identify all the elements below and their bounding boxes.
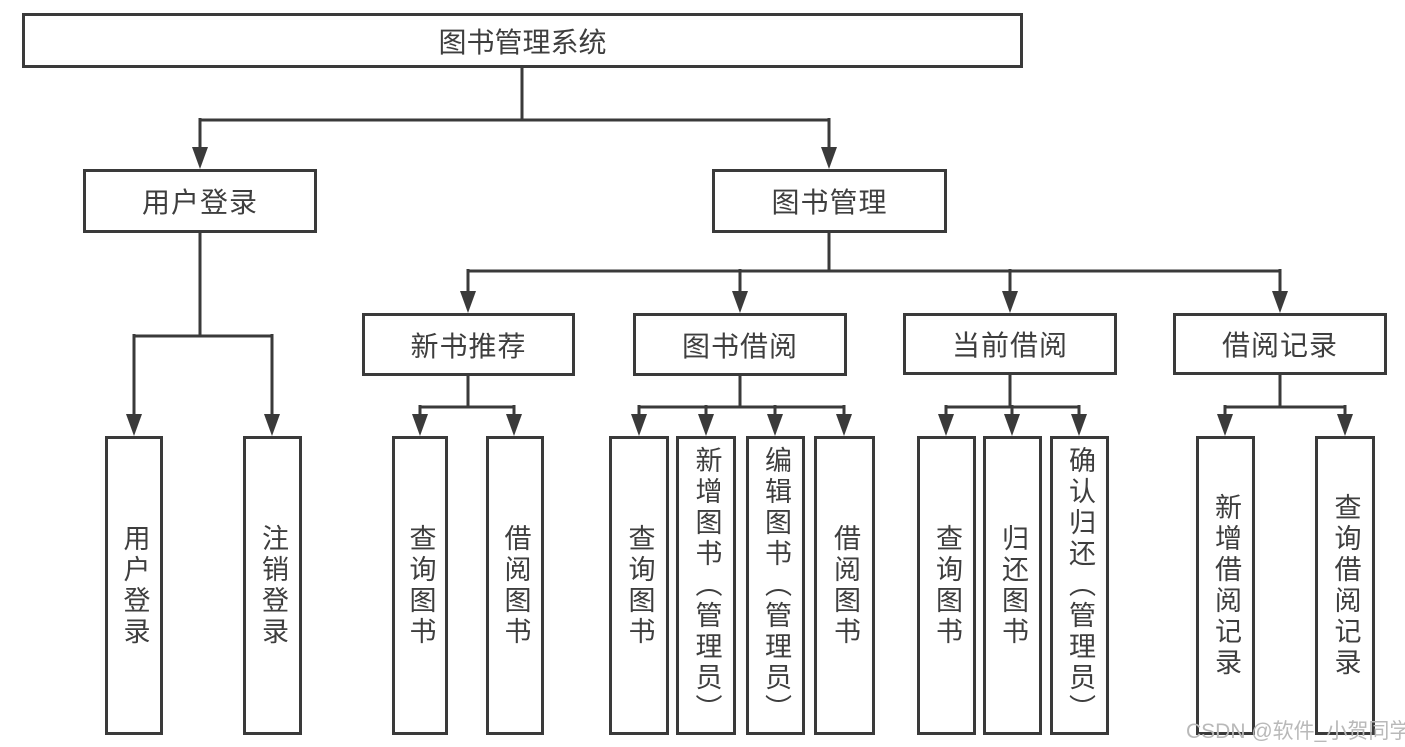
node-borrow-records-label: 借阅记录 [1221,330,1338,361]
leaf-borrow-add-admin: 新增图书（管理员） [676,436,736,735]
node-book-borrow-label: 图书借阅 [681,330,798,362]
leaf-current-return-label: 归还图书 [998,523,1029,648]
leaf-borrow-borrow-label: 借阅图书 [830,523,861,648]
leaf-logout-label: 注销登录 [258,523,289,648]
leaf-newbook-borrow: 借阅图书 [486,436,544,735]
leaf-user-login-label: 用户登录 [119,523,150,648]
leaf-borrow-borrow: 借阅图书 [814,436,875,735]
leaf-newbook-borrow-label: 借阅图书 [500,523,531,648]
node-new-book-recommend-label: 新书推荐 [410,330,527,362]
node-book-borrow: 图书借阅 [633,313,847,376]
leaf-borrow-query-label: 查询图书 [624,523,655,648]
node-current-borrow-label: 当前借阅 [951,330,1068,361]
leaf-record-query-label: 查询借阅记录 [1330,492,1361,679]
watermark: CSDN @软件_小贺同学 [1186,720,1405,743]
leaf-current-query: 查询图书 [917,436,976,735]
leaf-newbook-query: 查询图书 [392,436,448,735]
node-root: 图书管理系统 [22,13,1023,68]
leaf-current-confirm-admin-label: 确认归还（管理员） [1065,446,1096,725]
leaf-current-return: 归还图书 [983,436,1042,735]
leaf-borrow-edit-admin: 编辑图书（管理员） [746,436,805,735]
node-new-book-recommend: 新书推荐 [362,313,575,376]
leaf-borrow-add-admin-label: 新增图书（管理员） [691,446,722,725]
leaf-logout: 注销登录 [243,436,302,735]
leaf-borrow-query: 查询图书 [609,436,669,735]
node-root-label: 图书管理系统 [438,26,607,58]
leaf-current-query-label: 查询图书 [932,523,963,648]
node-book-management-label: 图书管理 [771,187,888,218]
node-user-login-label: 用户登录 [141,187,258,218]
node-borrow-records: 借阅记录 [1173,313,1387,375]
leaf-record-add: 新增借阅记录 [1196,436,1255,735]
node-user-login: 用户登录 [83,169,317,233]
node-current-borrow: 当前借阅 [903,313,1117,375]
leaf-record-add-label: 新增借阅记录 [1211,492,1242,679]
leaf-borrow-edit-admin-label: 编辑图书（管理员） [761,446,792,725]
leaf-record-query: 查询借阅记录 [1315,436,1375,735]
leaf-current-confirm-admin: 确认归还（管理员） [1050,436,1109,735]
node-book-management: 图书管理 [712,169,947,233]
leaf-newbook-query-label: 查询图书 [405,523,436,648]
leaf-user-login: 用户登录 [105,436,163,735]
